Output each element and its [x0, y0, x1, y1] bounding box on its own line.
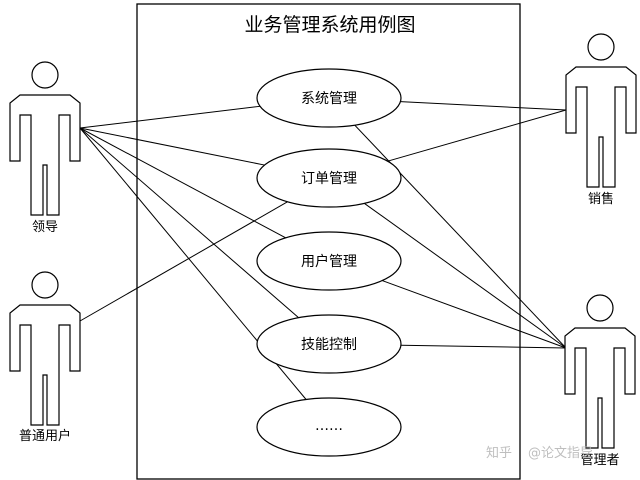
- use-case-ellipse[interactable]: [256, 314, 402, 374]
- association-line: [400, 101, 567, 111]
- use-case-label: 订单管理: [301, 171, 357, 187]
- actor-label-normal-user: 普通用户: [19, 428, 71, 444]
- actor-admin[interactable]: [564, 294, 636, 449]
- actor-normal-user[interactable]: [9, 271, 81, 426]
- watermark-brand: 知乎: [486, 445, 512, 461]
- use-case-system-management[interactable]: 系统管理: [256, 68, 402, 128]
- actor-head: [587, 33, 615, 61]
- actor-sales[interactable]: [565, 33, 637, 188]
- association-line: [79, 127, 286, 239]
- association-line: [354, 124, 567, 349]
- watermark: 知乎 @论文指导: [486, 445, 593, 461]
- system-boundary: [136, 3, 521, 480]
- association-line: [382, 280, 567, 349]
- actor-head: [586, 294, 614, 322]
- use-case-more[interactable]: ……: [256, 397, 402, 457]
- association-line: [79, 127, 265, 166]
- actor-label-sales: 销售: [588, 191, 614, 207]
- association-lines: [79, 101, 567, 400]
- use-case-label: 系统管理: [301, 91, 357, 107]
- association-line: [363, 202, 567, 349]
- use-case-label: ……: [315, 418, 343, 434]
- use-case-ellipse[interactable]: [256, 231, 402, 291]
- watermark-handle: @论文指导: [528, 446, 593, 461]
- actor-label-leader: 领导: [32, 220, 58, 235]
- use-case-order-management[interactable]: 订单管理: [256, 148, 402, 208]
- actor-label-admin: 管理者: [580, 453, 619, 468]
- association-line: [400, 344, 567, 349]
- use-case-ellipse[interactable]: [256, 397, 402, 457]
- use-case-ellipse[interactable]: [256, 148, 402, 208]
- use-case-label: 用户管理: [301, 253, 357, 270]
- association-line: [79, 105, 261, 129]
- association-line: [79, 127, 300, 319]
- use-case-label: 技能控制: [301, 337, 357, 353]
- actor-leader[interactable]: [9, 61, 81, 216]
- use-case-user-management[interactable]: 用户管理: [256, 231, 402, 291]
- actor-head: [31, 61, 59, 89]
- use-case-ellipse[interactable]: [256, 68, 402, 128]
- system-title: 业务管理系统用例图: [244, 14, 415, 36]
- actor-head: [31, 271, 59, 299]
- use-case-skill-control[interactable]: 技能控制: [256, 314, 402, 374]
- association-line: [387, 109, 567, 162]
- association-line: [79, 201, 288, 322]
